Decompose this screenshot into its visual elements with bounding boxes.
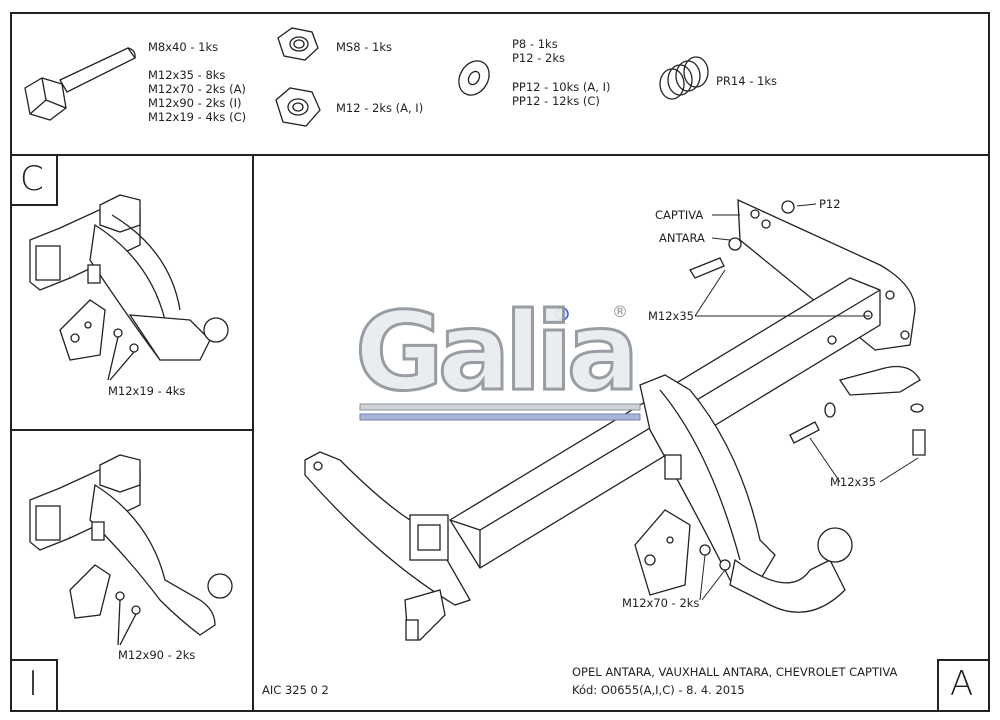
leader-lines: [694, 203, 919, 601]
variant-i-drawing: [29, 454, 233, 646]
part-m8x40: M8x40 - 1ks: [148, 40, 219, 54]
part-washer-1: P12 - 2ks: [512, 51, 565, 65]
callout-m12x35-top: M12x35: [648, 309, 694, 323]
logo-bar: [359, 403, 641, 411]
registered-mark: ®: [612, 302, 628, 321]
logo-bar: [359, 413, 641, 421]
callout-m12x35-right: M12x35: [830, 475, 876, 489]
variant-i-label: I: [28, 664, 39, 704]
callout-p12: P12: [819, 197, 841, 211]
callout-antara: ANTARA: [659, 231, 705, 245]
drawing-code: AIC 325 0 2: [262, 683, 329, 697]
part-ms8: MS8 - 1ks: [336, 40, 392, 54]
nut-m12-icon: [275, 87, 321, 127]
logo-dot-icon: [555, 307, 569, 321]
part-bolt-3: M12x19 - 4ks (C): [148, 110, 247, 124]
part-m12-nut: M12 - 2ks (A, I): [336, 101, 424, 115]
variant-c-drawing: [29, 194, 229, 381]
kod-line: Kód: O0655(A,I,C) - 8. 4. 2015: [572, 683, 745, 697]
bolt-m8-icon: [24, 47, 136, 121]
nut-ms8-icon: [277, 27, 319, 61]
galia-logo: Galia: [353, 289, 640, 417]
variant-c-label: C: [20, 159, 44, 199]
vehicle-title: OPEL ANTARA, VAUXHALL ANTARA, CHEVROLET …: [572, 665, 898, 679]
part-bolt-1: M12x70 - 2ks (A): [148, 82, 246, 96]
spring-washer-icon: [659, 56, 709, 100]
callout-m12x70: M12x70 - 2ks: [622, 596, 700, 610]
washer-icon: [458, 60, 490, 96]
callout-i-bolts: M12x90 - 2ks: [118, 648, 196, 662]
part-bolt-0: M12x35 - 8ks: [148, 68, 226, 82]
outer-frame: [10, 12, 990, 712]
part-spring: PR14 - 1ks: [716, 74, 777, 88]
variant-a-drawing: [304, 198, 926, 641]
variant-a-label: A: [950, 664, 974, 704]
part-washer-3: PP12 - 12ks (C): [512, 94, 600, 108]
callout-captiva: CAPTIVA: [655, 208, 704, 222]
callout-c-bolts: M12x19 - 4ks: [108, 384, 186, 398]
part-bolt-2: M12x90 - 2ks (I): [148, 96, 242, 110]
part-washer-2: PP12 - 10ks (A, I): [512, 80, 611, 94]
part-washer-0: P8 - 1ks: [512, 37, 558, 51]
